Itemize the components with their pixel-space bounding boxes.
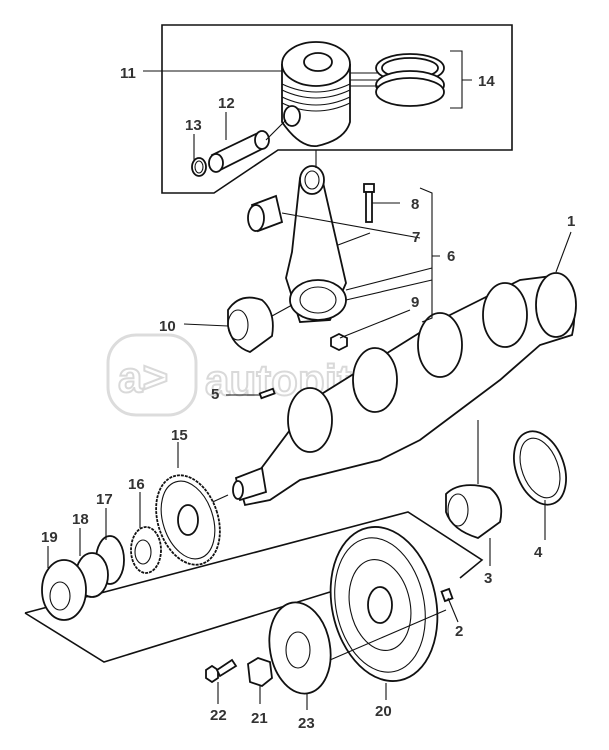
big-end-bearing (227, 296, 293, 354)
flange (41, 559, 87, 621)
bolt (205, 658, 238, 684)
leader-lines (47, 50, 572, 710)
piston-rings (350, 53, 445, 107)
callout-23: 23 (298, 715, 315, 732)
piston (281, 41, 351, 147)
front-group-frame-b (24, 591, 331, 663)
small-end-bushing (247, 194, 284, 233)
callout-20: 20 (375, 703, 392, 720)
callout-5: 5 (211, 386, 219, 403)
callout-17: 17 (96, 491, 113, 508)
key (258, 387, 276, 400)
small-gear (130, 526, 162, 574)
watermark-logo-frame (106, 333, 198, 417)
hub (268, 601, 332, 695)
callout-19: 19 (41, 529, 58, 546)
callout-15: 15 (171, 427, 188, 444)
callout-6: 6 (447, 248, 455, 265)
callout-2: 2 (455, 623, 463, 640)
rod-nut (330, 332, 348, 352)
crankshaft-gear (155, 474, 221, 566)
callout-9: 9 (411, 294, 419, 311)
callout-8: 8 (411, 196, 419, 213)
callout-14: 14 (478, 73, 495, 90)
piston-pin (191, 119, 287, 177)
pulley (329, 526, 439, 682)
thrust-washer (513, 430, 567, 506)
main-bearing (445, 484, 503, 539)
callout-7: 7 (412, 229, 420, 246)
callout-10: 10 (159, 318, 176, 335)
callout-18: 18 (72, 511, 89, 528)
piston-group-frame (161, 24, 513, 194)
callout-12: 12 (218, 95, 235, 112)
rod-bolt (363, 183, 375, 223)
dowel-pin (440, 587, 454, 603)
nut (247, 657, 273, 688)
callout-3: 3 (484, 570, 492, 587)
callout-labels: 1 2 3 4 5 6 7 8 9 10 11 12 13 14 15 16 1… (41, 65, 575, 732)
callout-13: 13 (185, 117, 202, 134)
callout-16: 16 (128, 476, 145, 493)
watermark-logo: a> (118, 353, 168, 402)
connecting-rod (285, 150, 347, 323)
callout-1: 1 (567, 213, 575, 230)
callout-4: 4 (534, 544, 543, 561)
callout-22: 22 (210, 707, 227, 724)
crankshaft (194, 272, 577, 511)
callout-21: 21 (251, 710, 268, 727)
callout-11: 11 (120, 65, 136, 82)
front-group-frame (24, 511, 484, 614)
